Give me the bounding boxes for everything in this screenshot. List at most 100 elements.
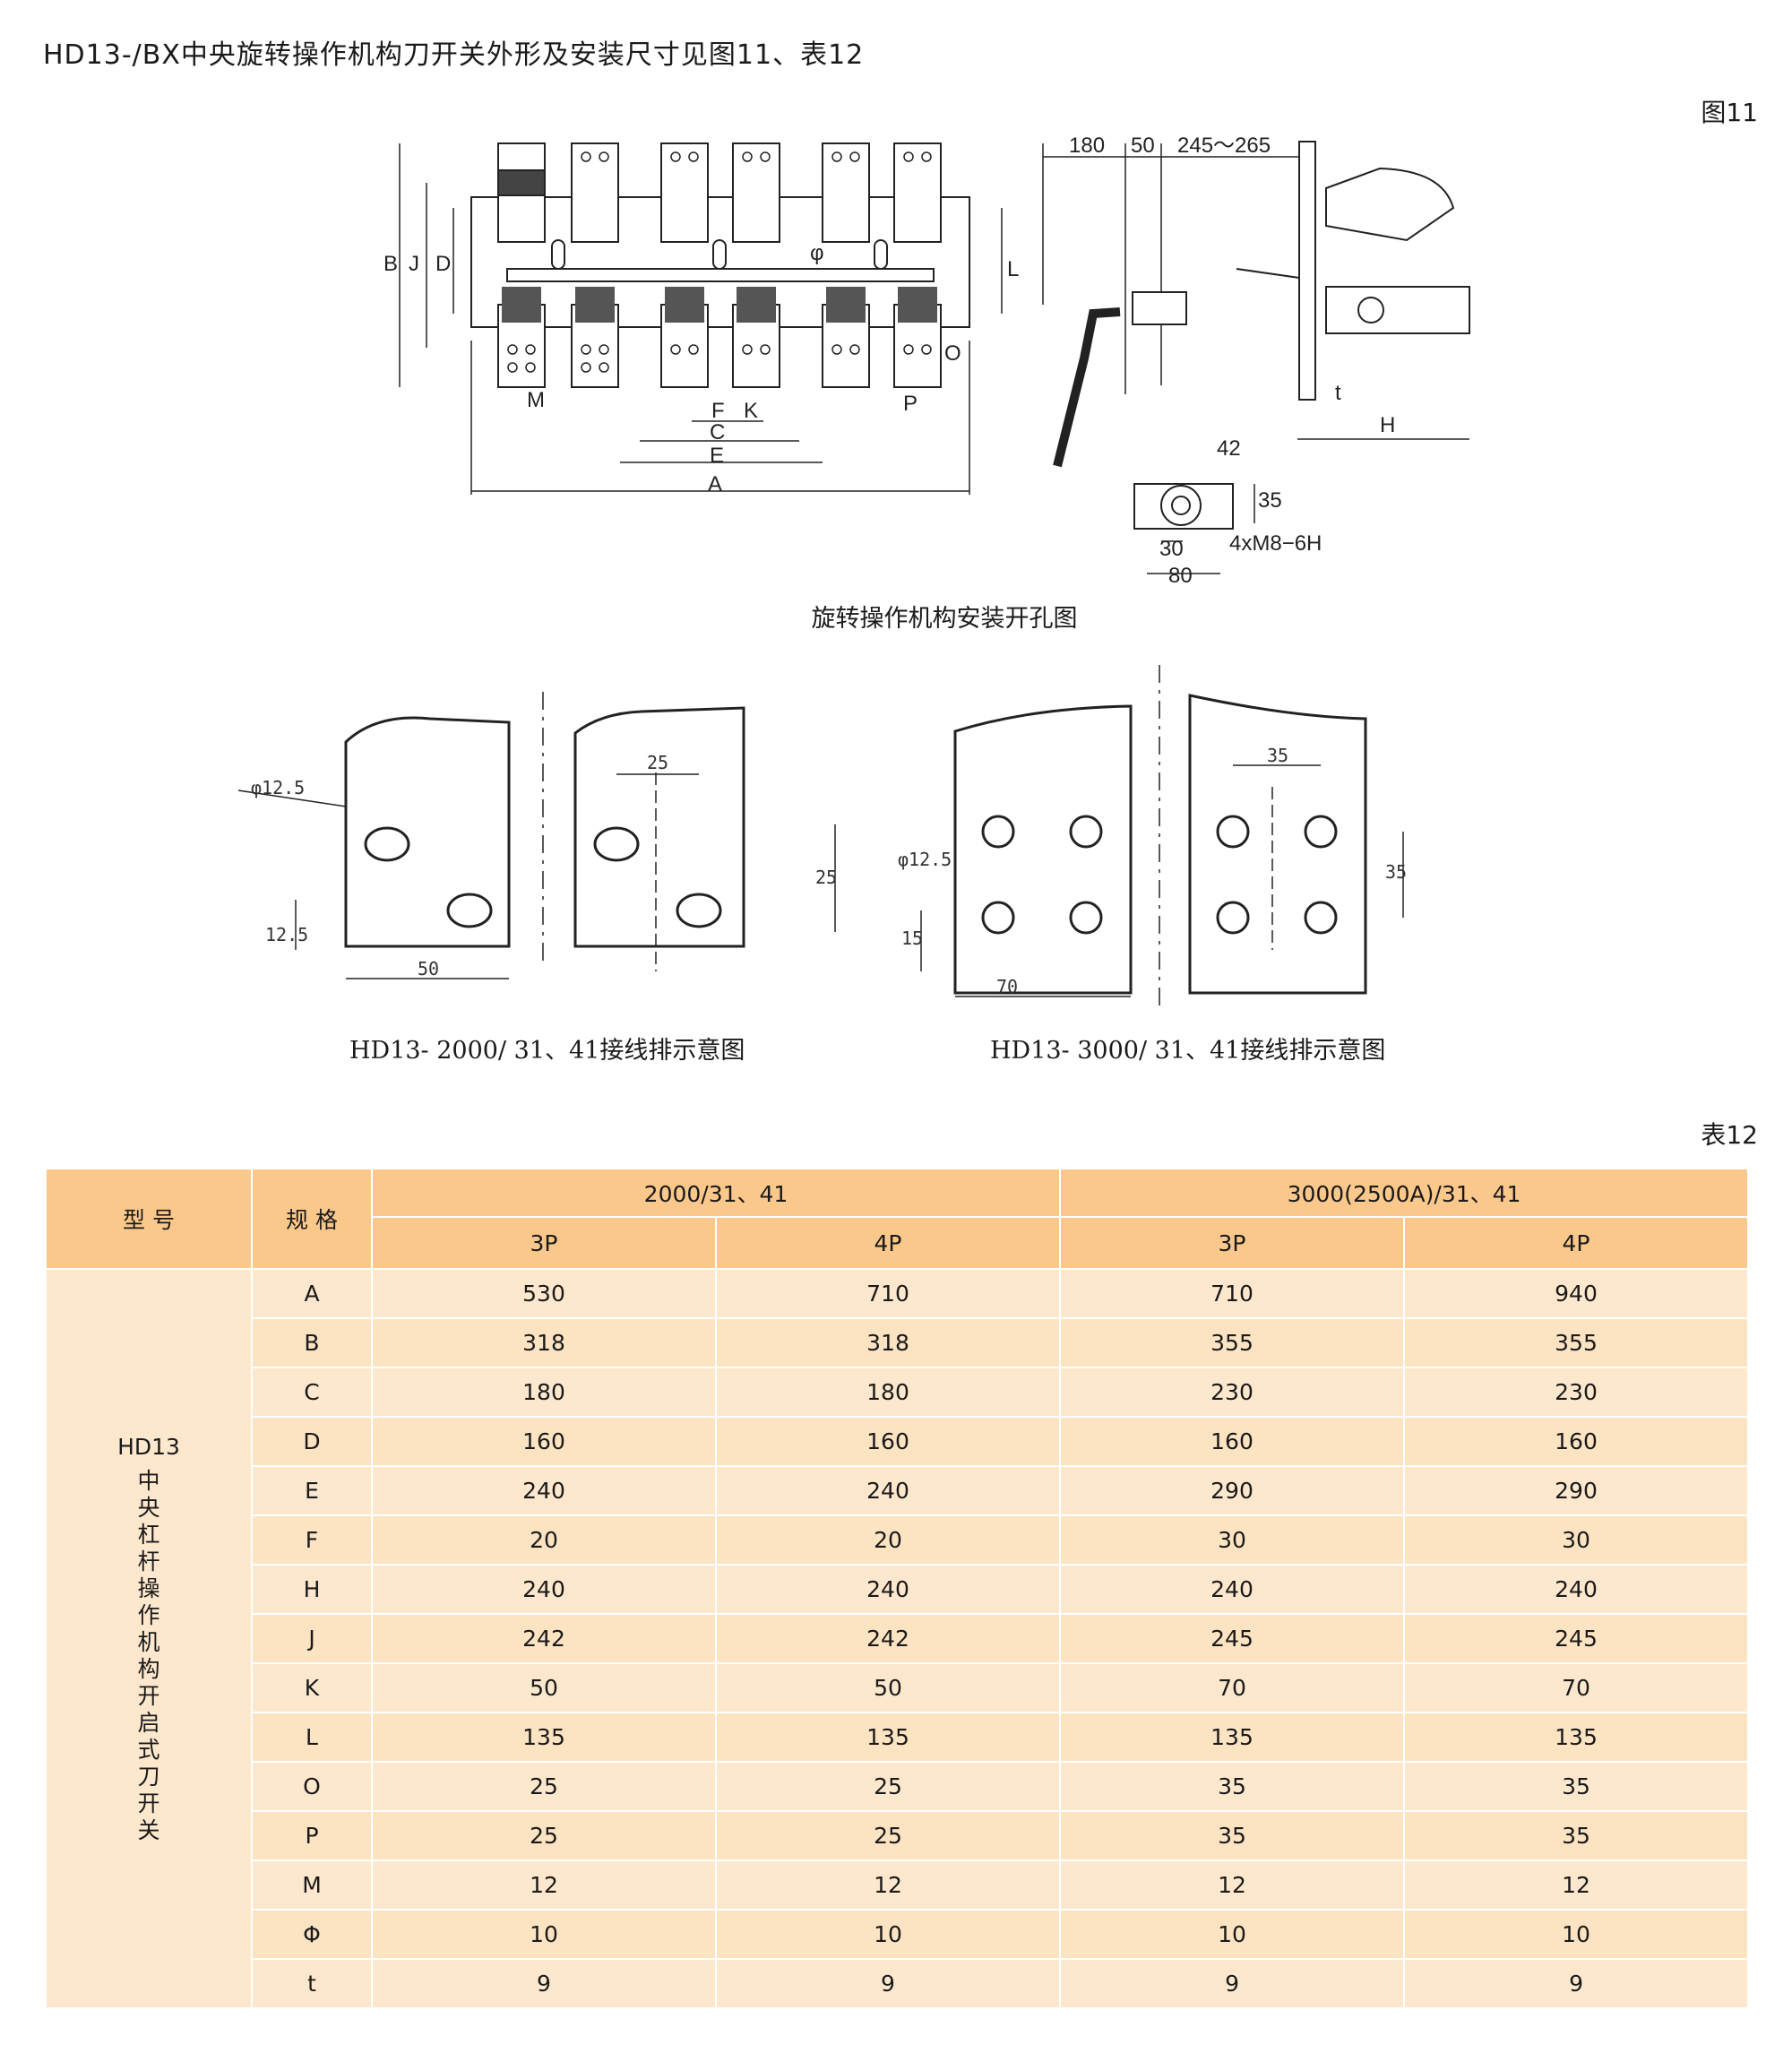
bb2000-pitch: 25 bbox=[647, 752, 668, 773]
value-cell: 12 bbox=[1059, 1859, 1406, 1911]
value-cell: 12 bbox=[1403, 1859, 1750, 1911]
header-3p: 3P bbox=[371, 1216, 717, 1270]
value-cell: 25 bbox=[371, 1761, 717, 1812]
value-cell: 70 bbox=[1403, 1662, 1750, 1713]
label-M: M bbox=[527, 388, 545, 412]
value-cell: 180 bbox=[714, 1367, 1062, 1418]
dim-180: 180 bbox=[1069, 134, 1105, 158]
value-cell: 160 bbox=[1403, 1416, 1750, 1467]
bb2000-edge: 12.5 bbox=[265, 924, 308, 945]
spec-cell: D bbox=[251, 1416, 373, 1467]
value-cell: 242 bbox=[714, 1613, 1062, 1664]
value-cell: 10 bbox=[1059, 1909, 1406, 1960]
label-L: L bbox=[1007, 257, 1019, 281]
spec-cell: L bbox=[251, 1712, 373, 1763]
bb3000-edge: 15 bbox=[901, 927, 923, 949]
technical-drawing: 180 50 245～265 A E C F K M P O L B J D φ… bbox=[237, 134, 1470, 1005]
value-cell: 290 bbox=[1403, 1465, 1750, 1516]
value-cell: 20 bbox=[714, 1514, 1062, 1566]
value-cell: 10 bbox=[714, 1909, 1062, 1960]
value-cell: 30 bbox=[1403, 1514, 1750, 1566]
value-cell: 240 bbox=[714, 1465, 1062, 1516]
value-cell: 355 bbox=[1403, 1317, 1750, 1368]
value-cell: 240 bbox=[371, 1465, 717, 1516]
value-cell: 135 bbox=[1059, 1712, 1406, 1763]
value-cell: 135 bbox=[371, 1712, 717, 1763]
label-E: E bbox=[710, 444, 724, 468]
value-cell: 12 bbox=[371, 1859, 717, 1911]
side-view bbox=[1042, 141, 1470, 468]
label-J: J bbox=[409, 252, 419, 276]
mount-dim-30: 30 bbox=[1159, 537, 1184, 561]
bb3000-width: 70 bbox=[996, 976, 1018, 997]
label-B: B bbox=[383, 252, 398, 276]
busbar-2000-diagram bbox=[237, 692, 836, 979]
value-cell: 355 bbox=[1059, 1317, 1406, 1368]
dim-245-265: 245～265 bbox=[1177, 134, 1271, 158]
busbar-3000-caption: HD13- 3000/ 31、41接线排示意图 bbox=[990, 1037, 1386, 1065]
value-cell: 318 bbox=[371, 1317, 717, 1368]
value-cell: 240 bbox=[1403, 1564, 1750, 1615]
label-A: A bbox=[708, 472, 722, 496]
value-cell: 25 bbox=[714, 1761, 1062, 1812]
mount-hole-detail bbox=[1133, 483, 1255, 574]
table-label: 表12 bbox=[1701, 1120, 1758, 1150]
busbar-2000-caption: HD13- 2000/ 31、41接线排示意图 bbox=[349, 1037, 745, 1065]
spec-cell: M bbox=[251, 1859, 373, 1911]
figure-label: 图11 bbox=[1701, 98, 1758, 127]
value-cell: 9 bbox=[371, 1958, 717, 2009]
header-model: 型 号 bbox=[45, 1168, 253, 1270]
spec-cell: t bbox=[251, 1958, 373, 2009]
bb2000-vertical: 25 bbox=[815, 867, 837, 888]
value-cell: 230 bbox=[1059, 1367, 1406, 1418]
value-cell: 9 bbox=[1059, 1958, 1406, 2009]
value-cell: 70 bbox=[1059, 1662, 1406, 1713]
page-title: HD13-/BX中央旋转操作机构刀开关外形及安装尺寸见图11、表12 bbox=[43, 39, 865, 71]
value-cell: 240 bbox=[1059, 1564, 1406, 1615]
spec-cell: F bbox=[251, 1514, 373, 1566]
spec-cell: C bbox=[251, 1367, 373, 1418]
header-spec: 规 格 bbox=[251, 1168, 373, 1270]
bb3000-hole-dia: φ12.5 bbox=[898, 849, 952, 870]
spec-cell: A bbox=[251, 1268, 373, 1319]
top-contacts bbox=[497, 142, 942, 243]
busbar-3000-diagram bbox=[920, 665, 1404, 1005]
label-F: F bbox=[711, 399, 725, 423]
value-cell: 290 bbox=[1059, 1465, 1406, 1516]
value-cell: 940 bbox=[1403, 1268, 1750, 1319]
value-cell: 10 bbox=[1403, 1909, 1750, 1960]
value-cell: 35 bbox=[1059, 1761, 1406, 1812]
value-cell: 30 bbox=[1059, 1514, 1406, 1566]
value-cell: 180 bbox=[371, 1367, 717, 1418]
spec-cell: J bbox=[251, 1613, 373, 1664]
front-view bbox=[399, 142, 1003, 495]
value-cell: 245 bbox=[1403, 1613, 1750, 1664]
value-cell: 35 bbox=[1403, 1761, 1750, 1812]
spec-cell: P bbox=[251, 1810, 373, 1861]
label-P: P bbox=[903, 392, 918, 416]
value-cell: 35 bbox=[1403, 1810, 1750, 1861]
spec-table: 型 号 规 格 2000/31、41 3000(2500A)/31、41 3P … bbox=[45, 1168, 1750, 2009]
value-cell: 245 bbox=[1059, 1613, 1406, 1664]
value-cell: 25 bbox=[371, 1810, 717, 1861]
label-phi: φ bbox=[810, 241, 824, 265]
value-cell: 20 bbox=[371, 1514, 717, 1566]
mount-dim-35: 35 bbox=[1258, 488, 1282, 513]
value-cell: 135 bbox=[714, 1712, 1062, 1763]
bb2000-width: 50 bbox=[418, 958, 439, 979]
model-code: HD13 bbox=[117, 1433, 180, 1460]
label-t: t bbox=[1335, 381, 1341, 405]
